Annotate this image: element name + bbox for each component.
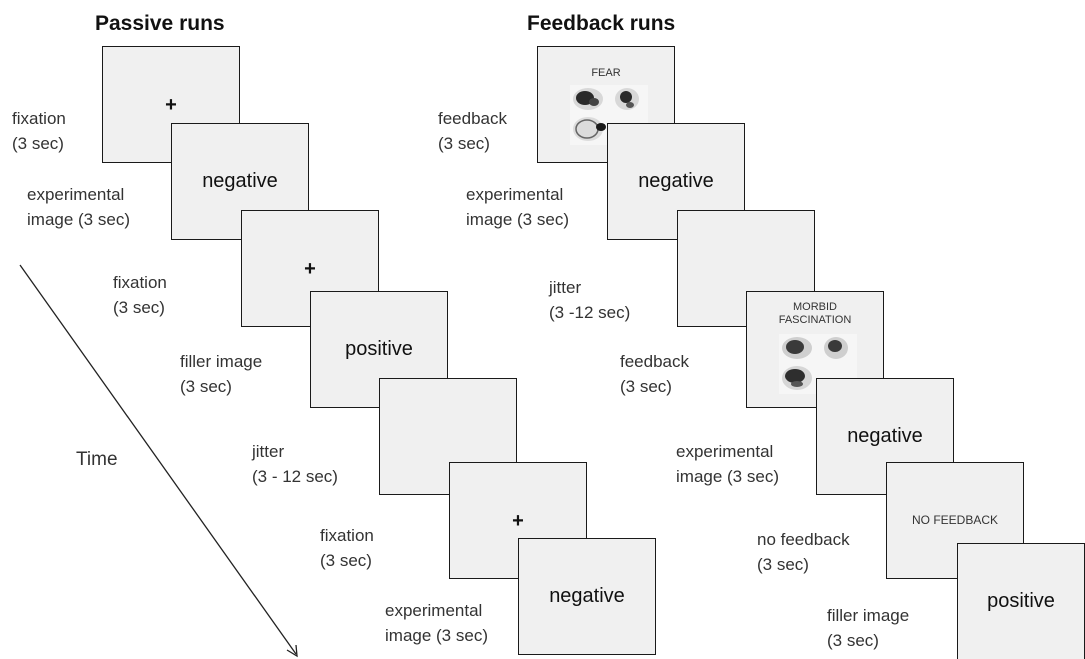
fixation-cross: + [512,509,524,532]
label-line: fixation [113,273,167,292]
feedback-label-no-feedback: no feedback (3 sec) [757,528,850,577]
emotion-label: MORBID FASCINATION [747,301,883,326]
emotion-label: FEAR [591,67,621,79]
passive-label-fixation-1: fixation (3 sec) [12,107,66,156]
label-line: jitter [549,278,582,297]
label-line: (3 sec) [113,297,165,317]
label-line: experimental [27,185,125,204]
feedback-fear-frame: FEAR [537,46,675,163]
label-line: fixation [12,109,66,128]
feedback-label-feedback-1: feedback (3 sec) [438,107,507,156]
label-line: jitter [252,442,285,461]
frame-word: positive [345,338,413,360]
label-line: (3 sec) [320,550,372,570]
label-line: image (3 sec) [466,209,569,229]
feedback-negative-frame-1: negative [607,123,745,240]
label-line: filler image [827,606,910,625]
fixation-cross: + [304,257,316,280]
label-line: experimental [385,601,483,620]
label-line: image (3 sec) [676,466,779,486]
passive-label-filler: filler image (3 sec) [180,350,262,399]
label-line: no feedback [757,530,850,549]
feedback-label-experimental-1: experimental image (3 sec) [466,183,569,232]
frame-word: negative [847,425,923,447]
label-line: image (3 sec) [385,625,488,645]
no-feedback-text: NO FEEDBACK [911,512,998,527]
label-line: image (3 sec) [27,209,130,229]
fixation-cross: + [165,93,177,116]
label-line: experimental [466,185,564,204]
feedback-label-filler: filler image (3 sec) [827,604,909,653]
frame-word: positive [987,590,1055,612]
label-line: (3 - 12 sec) [252,466,338,486]
feedback-label-jitter: jitter (3 -12 sec) [549,276,630,325]
label-line: (3 -12 sec) [549,302,631,322]
label-line: (3 sec) [12,133,64,153]
frame-word: negative [638,170,714,192]
time-label: Time [76,449,118,470]
emotion-label-line: MORBID [793,301,837,313]
feedback-positive-frame: positive [957,543,1085,659]
passive-runs-heading: Passive runs [95,12,225,35]
passive-label-fixation-2: fixation (3 sec) [113,271,167,320]
emotion-label-line: FASCINATION [778,313,852,326]
feedback-label-experimental-2: experimental image (3 sec) [676,440,779,489]
feedback-label-feedback-2: feedback (3 sec) [620,350,689,399]
label-line: experimental [676,442,774,461]
label-line: (3 sec) [438,133,490,153]
label-line: feedback [620,352,689,371]
label-line: (3 sec) [757,554,809,574]
label-line: fixation [320,526,374,545]
feedback-runs-heading: Feedback runs [527,12,676,35]
passive-label-experimental-1: experimental image (3 sec) [27,183,130,232]
label-line: (3 sec) [827,630,879,650]
passive-negative-frame-2: negative [518,538,656,655]
passive-label-jitter: jitter (3 - 12 sec) [252,440,338,489]
passive-label-fixation-3: fixation (3 sec) [320,524,374,573]
label-line: feedback [438,109,507,128]
label-line: (3 sec) [180,376,232,396]
label-line: (3 sec) [620,376,672,396]
frame-word: negative [549,585,625,607]
passive-label-experimental-2: experimental image (3 sec) [385,599,488,648]
frame-word: negative [202,170,278,192]
label-line: filler image [180,352,263,371]
